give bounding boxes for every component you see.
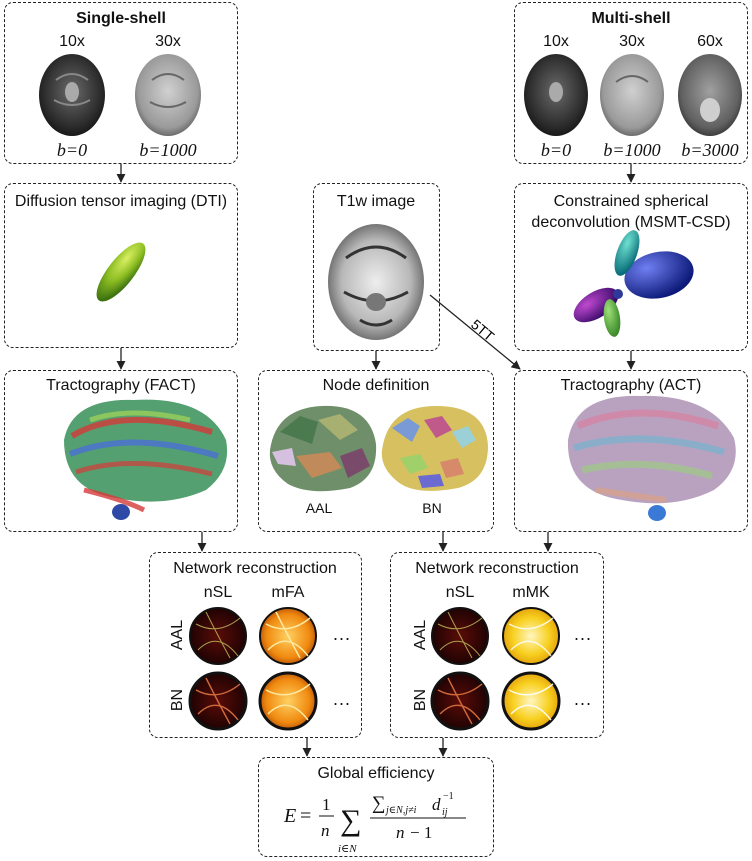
- csd-title-line1: Constrained spherical: [553, 193, 709, 210]
- dwi-b1000-image: [135, 54, 201, 136]
- t1w-title: T1w image: [336, 193, 416, 210]
- connectome-bn-mfa-left: [258, 671, 318, 731]
- act-tractography-image: [567, 395, 736, 521]
- connectome-aal-nsl-left: [189, 607, 247, 665]
- svg-text:−1: −1: [443, 791, 454, 802]
- svg-text:− 1: − 1: [410, 823, 432, 842]
- dwi-b3000-image: [678, 54, 742, 136]
- dwi-b0-image: [39, 54, 105, 136]
- b-value-label: b=1000: [603, 140, 661, 160]
- efficiency-panel: [258, 757, 494, 857]
- network-right-panel: [390, 552, 604, 738]
- connectome-aal-mmk-right: [502, 607, 560, 665]
- svg-text:=: =: [300, 805, 311, 827]
- dwi-b1000-image: [600, 54, 664, 136]
- efficiency-title: Global efficiency: [317, 765, 435, 782]
- ellipsis: ...: [332, 624, 352, 644]
- scan-label: 60x: [697, 33, 723, 50]
- multi-shell-title: Multi-shell: [591, 10, 671, 27]
- svg-text:ij: ij: [442, 807, 448, 818]
- b-value-label: b=0: [540, 140, 572, 160]
- bn-atlas-image: [381, 406, 488, 491]
- column-label: nSL: [445, 584, 475, 601]
- svg-text:n: n: [396, 823, 405, 842]
- arrows: [116, 164, 636, 757]
- svg-text:i∈N: i∈N: [338, 843, 357, 855]
- 5tt-label: 5TT: [468, 316, 498, 345]
- atlas-label-bn: BN: [422, 500, 442, 516]
- connectome-aal-mfa-left: [259, 607, 317, 665]
- connectome-bn-nsl-left: [188, 671, 248, 731]
- connectome-bn-nsl-right: [430, 671, 490, 731]
- fodf-glyph: [573, 230, 694, 337]
- fact-tractography-image: [64, 399, 228, 520]
- ellipsis: ...: [573, 689, 593, 709]
- node-title: Node definition: [322, 377, 430, 394]
- scan-label: 30x: [619, 33, 645, 50]
- scan-label: 10x: [543, 33, 569, 50]
- ellipsis: ...: [573, 624, 593, 644]
- connectome-aal-nsl-right: [431, 607, 489, 665]
- dti-title: Diffusion tensor imaging (DTI): [14, 193, 228, 210]
- b-value-label: b=1000: [139, 140, 197, 160]
- t1w-brain-image: [328, 224, 424, 340]
- network-left-title: Network reconstruction: [173, 560, 337, 577]
- svg-text:j∈N,j≠i: j∈N,j≠i: [384, 805, 417, 816]
- b-value-label: b=3000: [681, 140, 739, 160]
- connectome-bn-mmk-right: [501, 671, 561, 731]
- svg-text:1: 1: [322, 795, 331, 814]
- svg-text:∑: ∑: [340, 804, 361, 837]
- svg-text:∑: ∑: [372, 793, 386, 814]
- scan-label: 10x: [59, 33, 85, 50]
- svg-text:n: n: [321, 821, 330, 840]
- single-shell-title: Single-shell: [76, 10, 166, 27]
- column-label: nSL: [203, 584, 233, 601]
- scan-label: 30x: [155, 33, 181, 50]
- fact-title: Tractography (FACT): [46, 377, 196, 394]
- network-right-title: Network reconstruction: [415, 560, 579, 577]
- dwi-b0-image: [524, 54, 588, 136]
- column-label: mFA: [271, 584, 305, 601]
- svg-text:d: d: [432, 795, 441, 814]
- network-left-panel: [149, 552, 362, 738]
- tensor-ellipsoid: [96, 242, 146, 302]
- act-title: Tractography (ACT): [560, 377, 702, 394]
- column-label: mMK: [512, 584, 550, 601]
- efficiency-formula: E = 1 n ∑ i∈N ∑ j∈N,j≠i d ij −1 n − 1: [283, 791, 466, 855]
- b-value-label: b=0: [56, 140, 88, 160]
- atlas-label-aal: AAL: [305, 500, 333, 516]
- ellipsis: ...: [332, 689, 352, 709]
- svg-text:E: E: [283, 805, 296, 827]
- aal-atlas-image: [269, 405, 377, 492]
- csd-title-line2: deconvolution (MSMT-CSD): [531, 214, 731, 231]
